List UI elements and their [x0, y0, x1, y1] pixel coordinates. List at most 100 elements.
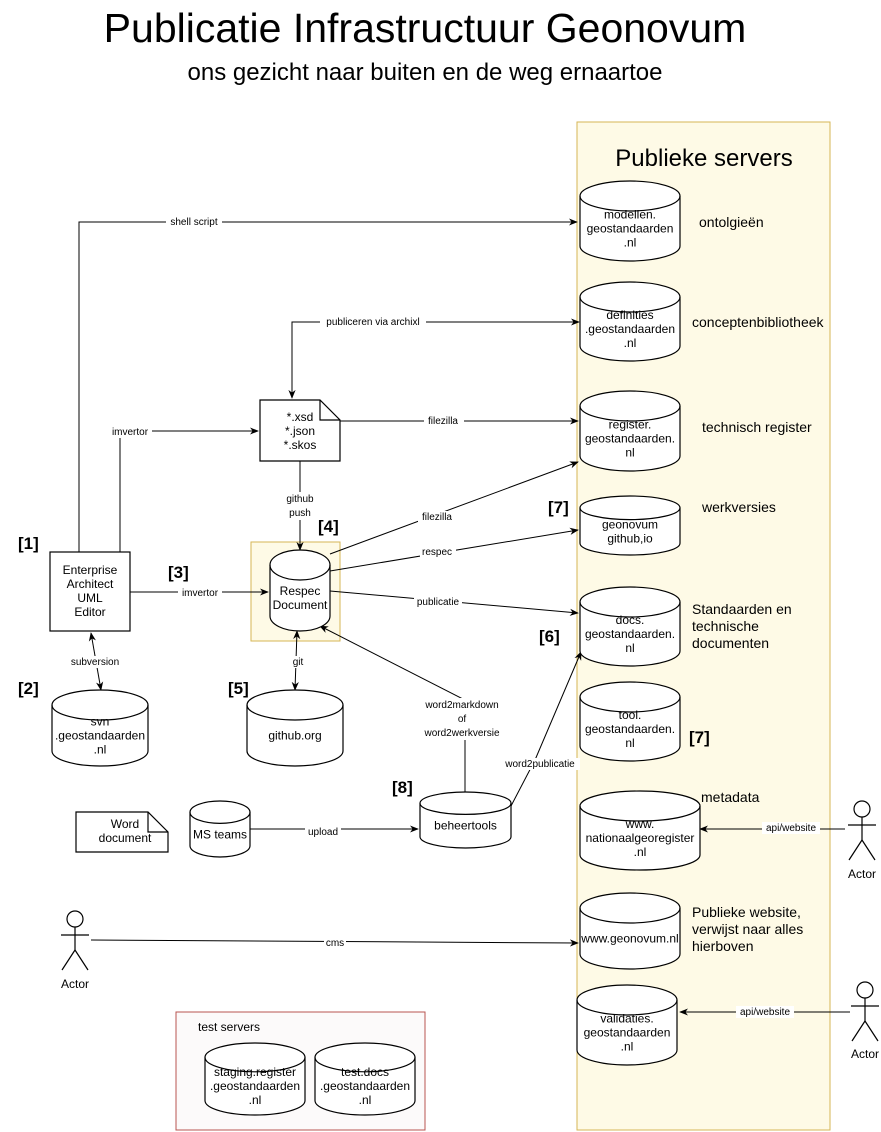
- public-servers-title: Publieke servers: [615, 145, 792, 172]
- desc-modellen: ontolgieën: [699, 214, 764, 230]
- label-word2markdown: word2markdown: [424, 700, 498, 711]
- modellen-server-label-2: geostandaarden: [587, 222, 674, 236]
- label-subversion: subversion: [71, 657, 119, 668]
- validaties-server-label-2: geostandaarden: [584, 1026, 671, 1040]
- ngr-server: www.nationaalgeoregister.nl: [579, 790, 701, 871]
- label-imvertor-file: imvertor: [112, 427, 149, 438]
- svn-server-label-3: .nl: [94, 743, 107, 757]
- svn-server-label-2: .geostandaarden: [55, 729, 145, 743]
- actor-right-top: Actor: [848, 800, 876, 881]
- label-archixl: publiceren via archixl: [326, 317, 419, 328]
- definities-server-label-1: definities: [606, 308, 653, 322]
- edge-imvertor-file: [119, 427, 259, 552]
- ea-line-4: Editor: [74, 605, 105, 619]
- desc-docs-3: documenten: [692, 635, 769, 651]
- page-title: Publicatie Infrastructuur Geonovum: [104, 5, 747, 51]
- actor-right-bottom-label: Actor: [851, 1047, 879, 1061]
- label-api-validaties: api/website: [740, 1007, 790, 1018]
- edge-word2publicatie: [510, 651, 582, 807]
- geonovum-server: www.geonovum.nl: [579, 892, 681, 970]
- github-io-server-label-1: geonovum: [602, 517, 658, 531]
- test-docs-server-label-3: .nl: [359, 1093, 372, 1107]
- beheertools-node: beheertools: [419, 791, 512, 849]
- docs-server: docs.geostandaarden.nl: [579, 586, 681, 667]
- definities-server: definities.geostandaarden.nl: [579, 281, 681, 362]
- marker-5: [5]: [228, 679, 249, 698]
- actor-left-label: Actor: [61, 977, 89, 991]
- ea-line-1: Enterprise: [63, 563, 118, 577]
- test-docs-server: test.docs.geostandaarden.nl: [314, 1042, 416, 1116]
- word-line-2: document: [99, 831, 152, 845]
- number-markers: [1] [2] [3] [4] [5] [6] [7] [7] [8]: [18, 498, 710, 797]
- desc-geonovum-1: Publieke website,: [692, 904, 801, 920]
- label-of: of: [458, 714, 467, 725]
- register-server-label-1: register.: [609, 418, 652, 432]
- beheertools-node-label-1: beheertools: [434, 819, 497, 833]
- modellen-server-label-3: .nl: [624, 236, 637, 250]
- docs-server-label-2: geostandaarden.: [585, 627, 675, 641]
- ngr-server-label-1: www.: [625, 817, 655, 831]
- cylinder-nodes: modellen.geostandaarden.nldefinities.geo…: [51, 180, 701, 1116]
- enterprise-architect-node: Enterprise Architect UML Editor: [49, 551, 131, 632]
- label-word2publicatie: word2publicatie: [504, 759, 575, 770]
- docs-server-label-3: nl: [625, 641, 634, 655]
- label-shell-script: shell script: [170, 217, 217, 228]
- test-servers-title: test servers: [198, 1020, 260, 1034]
- test-docs-server-label-2: .geostandaarden: [320, 1079, 410, 1093]
- desc-geonovum-2: verwijst naar alles: [692, 921, 803, 937]
- staging-register-server-label-1: staging.register: [214, 1065, 296, 1079]
- label-push: push: [289, 508, 311, 519]
- register-server-label-3: nl: [625, 446, 634, 460]
- desc-github-io: werkversies: [701, 499, 776, 515]
- desc-docs-1: Standaarden en: [692, 601, 792, 617]
- marker-7b: [7]: [689, 728, 710, 747]
- definities-server-label-2: .geostandaarden: [585, 322, 675, 336]
- edge-filezilla-respec: [329, 461, 579, 555]
- register-server: register.geostandaarden.nl: [579, 390, 681, 472]
- tool-server: tool.geostandaarden.nl: [579, 681, 681, 762]
- marker-7a: [7]: [548, 498, 569, 517]
- file-line-3: *.skos: [284, 438, 317, 452]
- desc-register: technisch register: [702, 419, 812, 435]
- label-respec: respec: [422, 547, 452, 558]
- file-line-1: *.xsd: [287, 410, 314, 424]
- marker-8: [8]: [392, 778, 413, 797]
- marker-3: [3]: [168, 563, 189, 582]
- label-api-ngr: api/website: [766, 823, 816, 834]
- label-filezilla-register: filezilla: [428, 416, 458, 427]
- modellen-server-label-1: modellen.: [604, 208, 656, 222]
- validaties-server: validaties.geostandaarden.nl: [576, 984, 678, 1066]
- label-github: github: [286, 494, 314, 505]
- edge-labels: shell script publiceren via archixl imve…: [66, 216, 820, 1018]
- marker-2: [2]: [18, 679, 39, 698]
- label-imvertor-respec: imvertor: [182, 588, 219, 599]
- github-io-server-label-2: github,io: [607, 531, 653, 545]
- staging-register-server-label-2: .geostandaarden: [210, 1079, 300, 1093]
- msteams-node-label-1: MS teams: [193, 828, 247, 842]
- github-org-server-label-1: github.org: [268, 729, 321, 743]
- desc-ngr: metadata: [701, 789, 760, 805]
- marker-6: [6]: [539, 627, 560, 646]
- modellen-server: modellen.geostandaarden.nl: [579, 180, 681, 262]
- desc-definities: conceptenbibliotheek: [692, 314, 825, 330]
- label-cms: cms: [326, 938, 344, 949]
- page-subtitle: ons gezicht naar buiten en de weg ernaar…: [188, 59, 663, 86]
- schema-file-node: *.xsd *.json *.skos: [259, 399, 341, 462]
- actor-right-top-label: Actor: [848, 867, 876, 881]
- svn-server: svn.geostandaarden.nl: [51, 689, 149, 767]
- staging-register-server-label-3: .nl: [249, 1093, 262, 1107]
- label-upload: upload: [308, 827, 338, 838]
- server-descriptions: ontolgieën conceptenbibliotheek technisc…: [692, 214, 825, 954]
- msteams-node: MS teams: [189, 800, 251, 858]
- github-org-server: github.org: [246, 689, 344, 767]
- svn-server-label-1: svn: [91, 715, 110, 729]
- ngr-server-label-3: .nl: [634, 845, 647, 859]
- validaties-server-label-1: validaties.: [600, 1012, 653, 1026]
- label-git: git: [293, 657, 304, 668]
- staging-register-server: staging.register.geostandaarden.nl: [204, 1042, 306, 1116]
- edge-shell-script: [78, 218, 578, 552]
- label-filezilla-respec: filezilla: [422, 512, 452, 523]
- desc-geonovum-3: hierboven: [692, 938, 754, 954]
- word-line-1: Word: [111, 817, 139, 831]
